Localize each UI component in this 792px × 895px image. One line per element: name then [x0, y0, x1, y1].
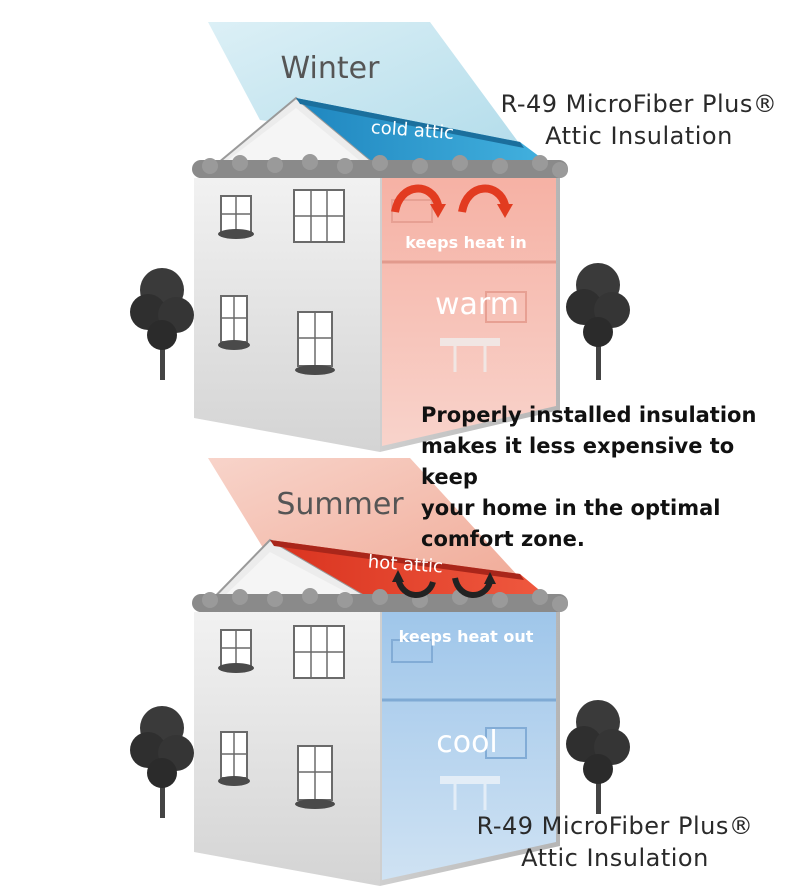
summer-product-name: R-49 MicroFiber Plus®	[476, 812, 754, 840]
winter-flower-boxes	[218, 229, 335, 375]
winter-product-name: R-49 MicroFiber Plus®	[500, 90, 778, 118]
winter-attic-roof	[296, 98, 560, 172]
insulation-callout: Properly installed insulation makes it l…	[421, 400, 789, 555]
winter-season-label: Winter	[281, 51, 381, 86]
winter-product-type: Attic Insulation	[545, 122, 733, 150]
tree-right-winter	[566, 263, 630, 380]
summer-cool-interior	[382, 612, 556, 880]
summer-sky-panel	[208, 458, 540, 600]
callout-line: your home in the optimal	[421, 496, 721, 520]
winter-warm-interior	[382, 176, 556, 446]
callout-line: comfort zone.	[421, 527, 585, 551]
callout-line: makes it less expensive to keep	[421, 434, 735, 489]
tree-left-summer	[130, 706, 194, 818]
winter-product-label: R-49 MicroFiber Plus® Attic Insulation	[498, 88, 780, 152]
winter-insulation-layer	[192, 154, 568, 178]
winter-room-label: warm	[435, 287, 519, 322]
winter-house: Winter cold attic keeps heat in warm	[130, 22, 630, 452]
summer-season-label: Summer	[276, 487, 404, 522]
summer-effect-label: keeps heat out	[399, 627, 534, 646]
tree-left-winter	[130, 268, 194, 380]
summer-product-type: Attic Insulation	[521, 844, 709, 872]
summer-house: Summer hot attic keeps heat out cool	[130, 458, 630, 886]
summer-flower-boxes	[218, 663, 335, 809]
summer-room-label: cool	[436, 725, 498, 760]
summer-heat-arrows	[392, 570, 496, 598]
winter-heat-arrows	[391, 184, 513, 218]
tree-right-summer	[566, 700, 630, 814]
winter-effect-label: keeps heat in	[405, 233, 527, 252]
summer-attic-label: hot attic	[367, 551, 444, 577]
summer-product-label: R-49 MicroFiber Plus® Attic Insulation	[470, 810, 760, 874]
callout-line: Properly installed insulation	[421, 403, 757, 427]
